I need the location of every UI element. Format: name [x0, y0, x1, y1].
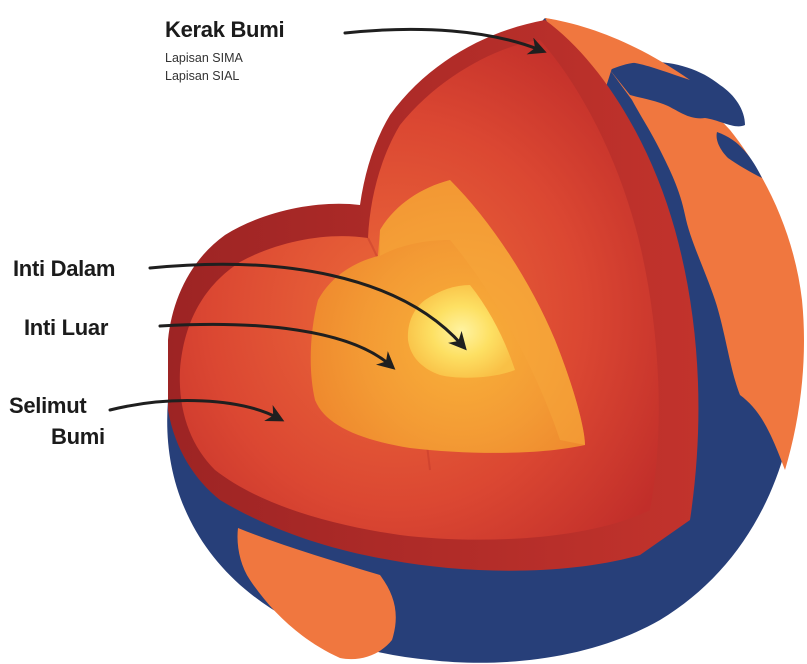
label-inti-dalam: Inti Dalam [13, 256, 116, 281]
label-lapisan-sial: Lapisan SIAL [165, 69, 240, 83]
arrow-selimut-bumi [108, 399, 285, 422]
continent-north [610, 61, 745, 127]
arrow-kerak-bumi [343, 27, 547, 55]
label-inti-luar: Inti Luar [24, 315, 109, 340]
label-selimut: Selimut [9, 393, 87, 418]
outer-core-shade [380, 180, 585, 445]
continent-east [545, 18, 805, 470]
leader-arrows [108, 27, 547, 422]
continent-south [237, 528, 396, 660]
island-small [716, 132, 762, 178]
label-selimut-bumi: Bumi [51, 424, 105, 449]
arrow-inti-luar [158, 322, 396, 370]
label-kerak-bumi: Kerak Bumi [165, 17, 285, 42]
label-lapisan-sima: Lapisan SIMA [165, 51, 243, 65]
arrow-inti-dalam [148, 262, 467, 351]
